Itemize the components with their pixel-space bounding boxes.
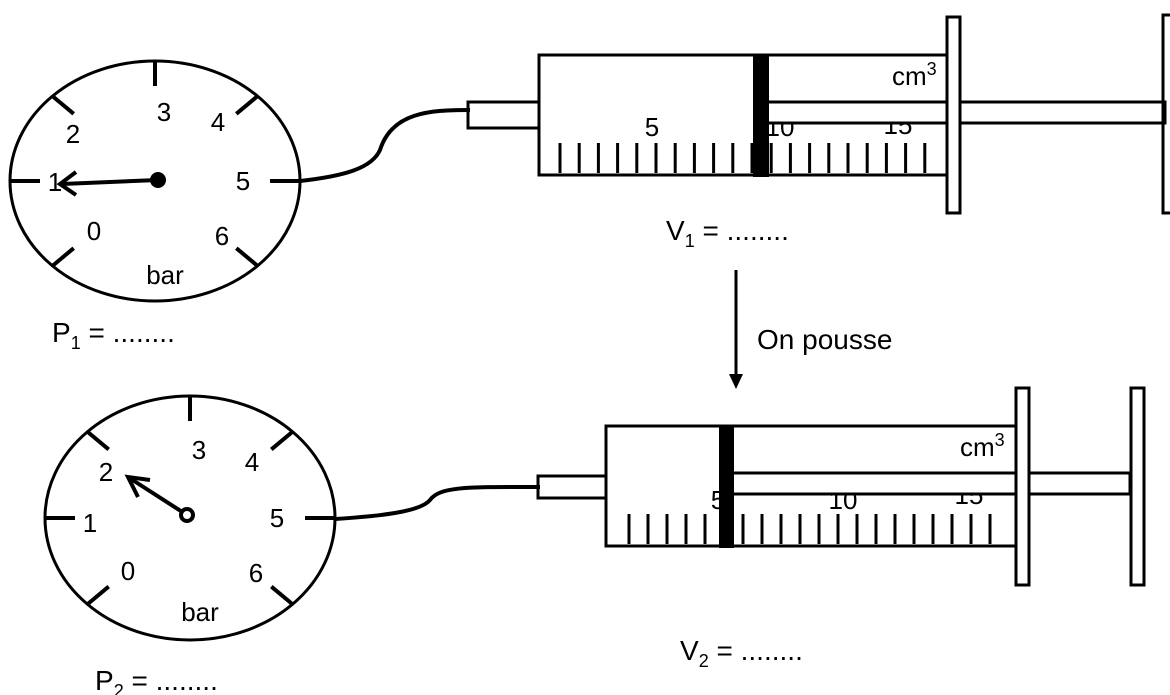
syringe-2-thumb-rest (1129, 386, 1146, 587)
gauge-2-scale-3: 3 (192, 435, 206, 465)
syringe-2-plunger-rod (726, 471, 1132, 496)
push-label: On pousse (757, 324, 892, 355)
gauge-1-scale-1: 1 (48, 167, 62, 197)
syringe-2: 5 10 15 cm3 (536, 386, 1146, 587)
syringe-1: 5 10 15 cm3 (466, 13, 1170, 215)
syringe-2-plunger-piston (719, 426, 734, 548)
volume-label-1: V1 = ........ (666, 215, 789, 251)
gauge-2-scale-1: 1 (83, 508, 97, 538)
gauge-1-scale-2: 2 (66, 119, 80, 149)
gauge-tick (86, 430, 110, 451)
gauge-2-scale-2: 2 (99, 457, 113, 487)
pressure-gauge-2: 0 1 2 3 4 5 6 bar (43, 394, 337, 642)
syringe-1-graduations (558, 143, 927, 173)
syringe-2-graduations (627, 514, 992, 544)
pressure-label-1: P1 = ........ (52, 317, 175, 353)
gauge-2-tube (334, 484, 541, 521)
gauge-tick (51, 94, 75, 116)
syringe-1-finger-flange (945, 15, 962, 215)
pressure-label-2: P2 = ........ (95, 665, 218, 695)
syringe-1-plunger-rod (760, 100, 1167, 125)
gauge-1-tube (299, 108, 471, 183)
gauge-tick (51, 246, 75, 268)
syringe-1-thumb-rest (1161, 13, 1170, 215)
gauge-2-ticks (45, 396, 335, 606)
gauge-1-scale-6: 6 (215, 221, 229, 251)
gauge-1-needle (56, 170, 166, 197)
gauge-tick (235, 246, 259, 268)
gauge-1-scale-0: 0 (87, 216, 101, 246)
gauge-1-scale-3: 3 (157, 97, 171, 127)
pressure-gauge-1: 0 1 2 3 4 5 6 bar (8, 59, 302, 303)
gauge-2-scale-6: 6 (249, 558, 263, 588)
gauge-tick (270, 585, 294, 606)
gauge-tick (235, 94, 259, 116)
push-arrow (729, 270, 743, 389)
syringe-2-unit: cm3 (960, 430, 1005, 462)
syringe-1-nozzle (466, 100, 541, 130)
syringe-2-nozzle (536, 474, 608, 500)
gauge-2-scale-0: 0 (121, 556, 135, 586)
gauge-2-scale-5: 5 (270, 503, 284, 533)
syringe-1-scale-5: 5 (645, 112, 659, 142)
gauge-1-scale-4: 4 (211, 107, 225, 137)
gauge-1-scale-5: 5 (236, 166, 250, 196)
gauge-tick (86, 585, 110, 606)
volume-label-2: V2 = ........ (680, 635, 803, 671)
gauge-2-scale-4: 4 (245, 447, 259, 477)
gauge-2-unit: bar (181, 597, 219, 627)
syringe-2-finger-flange (1014, 386, 1031, 587)
gauge-1-ticks (10, 61, 300, 268)
gauge-tick (270, 430, 294, 451)
syringe-1-unit: cm3 (892, 59, 937, 91)
gauge-2-needle (124, 474, 195, 523)
gauge-1-unit: bar (146, 260, 184, 290)
syringe-1-plunger-piston (753, 55, 769, 177)
